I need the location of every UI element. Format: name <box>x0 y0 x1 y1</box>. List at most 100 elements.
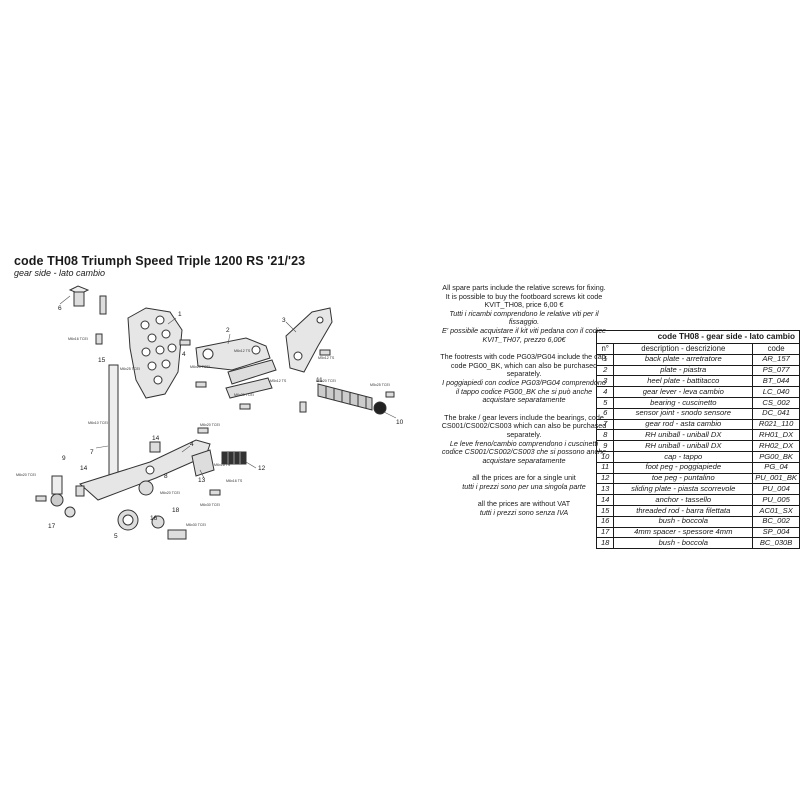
row-code: PG_04 <box>752 461 800 474</box>
label-4-top: 4 <box>182 351 186 358</box>
row-number: 8 <box>595 429 615 442</box>
row-code: PS_077 <box>752 364 800 377</box>
row-number: 2 <box>595 364 615 377</box>
row-number: 7 <box>595 418 615 431</box>
part-9-uniball <box>50 475 64 507</box>
row-description: gear lever - leva cambio <box>613 386 754 398</box>
row-description: 4mm spacer - spessore 4mm <box>613 526 754 539</box>
row-number: 11 <box>595 461 615 474</box>
label-10: 10 <box>396 419 404 426</box>
svg-text:M6x16 TCEI: M6x16 TCEI <box>68 337 88 341</box>
page-title: code TH08 Triumph Speed Triple 1200 RS '… <box>14 254 306 268</box>
part-labels: 6 1 2 3 15 7 14 4 12 11 10 9 14 8 13 17 … <box>48 305 404 540</box>
svg-text:M6x20 TCEI: M6x20 TCEI <box>16 473 36 477</box>
svg-text:M6x10 TCEI: M6x10 TCEI <box>88 421 108 425</box>
row-code: BC_030B <box>752 537 800 550</box>
note-2: It is possible to buy the footboard scre… <box>445 291 603 310</box>
part-8-uniball <box>138 480 154 496</box>
row-description: foot peg - poggiapiede <box>613 461 754 474</box>
svg-text:M6x25 TCEI: M6x25 TCEI <box>120 367 140 371</box>
note-9: all the prices are for a single unit <box>472 473 576 483</box>
row-number: 12 <box>595 472 615 485</box>
column-header-code: code <box>752 343 800 355</box>
row-description: toe peg - puntalino <box>613 472 754 485</box>
row-code: PU_001_BK <box>752 472 800 485</box>
row-description: bush - boccola <box>613 537 754 550</box>
row-code: PU_004 <box>752 483 800 496</box>
row-code: PU_005 <box>752 494 800 506</box>
svg-text:M5x25 TCEI: M5x25 TCEI <box>370 383 390 387</box>
column-header-description: description - descrizione <box>613 343 754 355</box>
part-6-sensor-joint <box>68 285 90 307</box>
label-17: 17 <box>48 523 56 530</box>
row-description: anchor - tassello <box>613 494 754 506</box>
table-title: code TH08 - gear side - lato cambio <box>596 330 800 344</box>
row-number: 15 <box>595 504 615 517</box>
row-number: 18 <box>595 537 615 550</box>
row-description: heel plate - battitacco <box>613 375 754 388</box>
label-5: 5 <box>114 533 118 540</box>
label-16: 16 <box>150 515 158 522</box>
row-number: 13 <box>595 483 615 496</box>
screws <box>35 333 395 502</box>
part-16-bush <box>151 515 165 529</box>
label-1: 1 <box>178 311 182 318</box>
note-8: Le leve freno/cambio comprendono i cusci… <box>441 438 607 465</box>
label-14: 14 <box>152 435 160 442</box>
svg-text:M6x30 TCEI: M6x30 TCEI <box>186 523 206 527</box>
part-12-toe-peg <box>221 451 247 465</box>
label-13: 13 <box>198 477 206 484</box>
screw-labels: M6x16 TCEI M6x20 TCEI M6x20 TCEI M5x12 T… <box>16 337 390 527</box>
row-description: sensor joint - snodo sensore <box>613 407 754 420</box>
row-code: PG00_BK <box>752 450 800 463</box>
row-number: 9 <box>595 440 615 452</box>
row-number: 10 <box>595 450 615 463</box>
page-subtitle: gear side - lato cambio <box>14 268 106 278</box>
label-6: 6 <box>58 305 62 312</box>
note-7: The brake / gear levers include the bear… <box>441 412 607 439</box>
svg-text:M6x16 TS: M6x16 TS <box>214 463 231 467</box>
row-description: sliding plate - piasta scorrevole <box>613 483 754 496</box>
row-description: gear rod - asta cambio <box>613 418 754 431</box>
row-code: BC_002 <box>752 515 800 528</box>
row-number: 3 <box>595 375 615 388</box>
part-15-threaded-rod <box>99 295 107 315</box>
row-code: DC_041 <box>752 407 800 420</box>
note-4: E' possibile acquistare il kit viti peda… <box>442 325 606 344</box>
part-10-cap <box>373 401 387 415</box>
svg-text:M6x30 TCEI: M6x30 TCEI <box>200 503 220 507</box>
notes-block: All spare parts include the relative scr… <box>440 283 608 518</box>
row-description: RH uniball - uniball DX <box>613 429 754 442</box>
row-code: BT_044 <box>752 375 800 388</box>
note-10: tutti i prezzi sono per una singola part… <box>462 481 586 491</box>
part-18-bush <box>167 529 187 540</box>
part-17-spacer <box>64 506 76 518</box>
svg-text:M5x12 TS: M5x12 TS <box>318 356 335 360</box>
part-14-anchor <box>149 441 161 453</box>
part-11-foot-peg <box>317 383 373 411</box>
label-2: 2 <box>226 327 230 334</box>
label-3: 3 <box>282 317 286 324</box>
exploded-parts-diagram: 6 1 2 3 15 7 14 4 12 11 10 9 14 8 13 17 … <box>16 285 404 540</box>
label-9: 9 <box>62 455 66 462</box>
note-11: all the prices are without VAT <box>477 499 571 509</box>
row-code: SP_004 <box>752 526 800 539</box>
part-1-back-plate <box>127 307 183 399</box>
note-3: Tutti i ricambi comprendono le relative … <box>449 308 599 327</box>
svg-text:M6x20 TCEI: M6x20 TCEI <box>200 423 220 427</box>
row-description: back plate - arretratore <box>613 353 754 366</box>
label-14b: 14 <box>80 465 88 472</box>
note-1: All spare parts include the relative scr… <box>442 283 606 292</box>
leader-lines <box>59 295 397 479</box>
row-number: 1 <box>595 353 615 366</box>
